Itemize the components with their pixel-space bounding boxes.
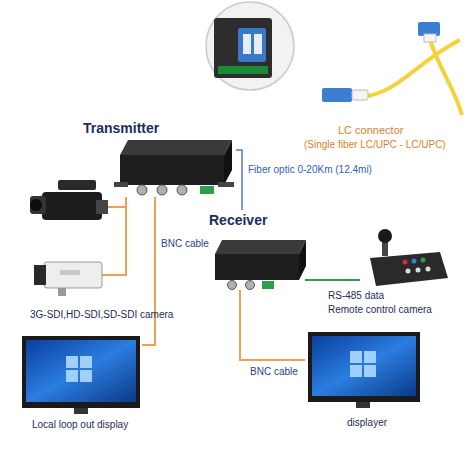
callout-label: LC connector xyxy=(338,124,403,136)
display-node: displayer xyxy=(305,328,423,428)
receiver-device xyxy=(215,240,306,290)
cable-connector xyxy=(240,290,305,360)
transmitter-node: Transmitter xyxy=(118,135,236,197)
cable-connector xyxy=(236,150,242,210)
edge-label: BNC cable xyxy=(250,366,298,378)
node-label: displayer xyxy=(347,417,387,429)
camera-branch-wire xyxy=(102,274,114,276)
left-monitor xyxy=(22,336,140,414)
transmitter-device xyxy=(114,140,234,195)
callout-label: (Single fiber LC/UPC - LC/UPC) xyxy=(304,139,446,151)
ptz-keyboard xyxy=(370,229,448,286)
camera-group-node: 3G-SDI,HD-SDI,SD-SDI camera xyxy=(28,165,114,325)
keyboard-node: RS-485 dataRemote control camera xyxy=(360,228,450,288)
sfp-magnifier xyxy=(206,2,294,90)
edge-label: Fiber optic 0-20Km (12.4mi) xyxy=(248,164,372,176)
receiver-node: Receiver xyxy=(205,210,305,290)
cable-connector xyxy=(114,197,126,275)
cable-connector xyxy=(142,197,155,345)
camera-branch-wire xyxy=(108,206,126,208)
node-label: 3G-SDI,HD-SDI,SD-SDI camera xyxy=(30,309,173,321)
node-label: Remote control camera xyxy=(328,304,432,316)
node-heading: Transmitter xyxy=(83,120,159,136)
lc-fiber-cable xyxy=(322,22,462,115)
camcorder xyxy=(30,180,108,220)
cable-connector xyxy=(305,279,360,281)
right-monitor xyxy=(308,332,420,408)
node-heading: Receiver xyxy=(209,212,267,228)
edge-label: BNC cable xyxy=(161,238,209,250)
box-camera xyxy=(34,262,102,296)
node-label: Local loop out display xyxy=(32,419,128,431)
node-label: RS-485 data xyxy=(328,290,384,302)
display-node: Local loop out display xyxy=(20,332,142,432)
